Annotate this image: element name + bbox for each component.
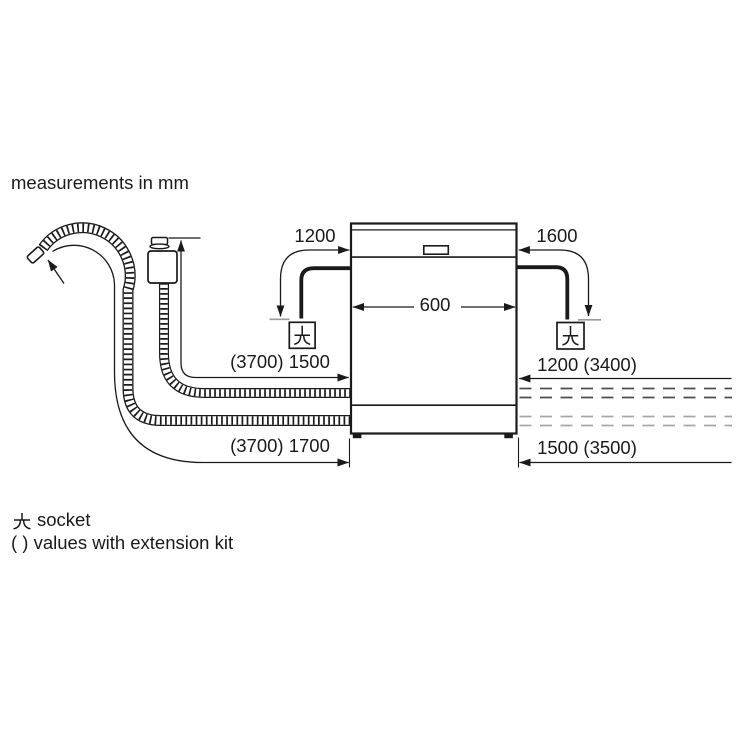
dim-drain-hose-label: (3700) 1700 [230,435,330,456]
feet [352,433,513,439]
socket-icon-left [294,325,311,345]
dim-right-bottom-label: 1500 (3500) [537,437,637,458]
dim-left-clearance-label: 1200 [294,225,336,246]
socket-left [288,321,316,350]
socket-right [556,321,585,350]
dimension-line-drain [47,244,350,467]
legend-socket-label: socket [37,509,91,530]
page-title: measurements in mm [11,172,189,193]
dim-right-clearance-label: 1600 [536,225,578,246]
socket-icon-right [562,326,579,346]
door-handle [422,245,450,256]
dim-supply-hose-label: (3700) 1500 [230,351,330,372]
legend-extension-note: ( ) values with extension kit [11,532,234,553]
extension-lines [348,437,520,468]
dimension-line-1200-left [276,246,350,317]
power-cord-right [517,265,570,320]
dimension-line-1600-right [518,246,593,317]
dashed-continuation-lines [519,387,732,427]
power-cord-left [299,266,350,319]
socket-icon [13,513,31,530]
drain-hose-end-cap [26,246,45,264]
dishwasher [349,222,518,439]
supply-hose [159,283,352,398]
dim-right-mid-label: 1200 (3400) [537,354,637,375]
tap-connector-icon [147,236,178,284]
dim-width-label: 600 [419,294,451,315]
drain-hose [26,222,352,426]
dimension-line-supply [168,237,350,382]
